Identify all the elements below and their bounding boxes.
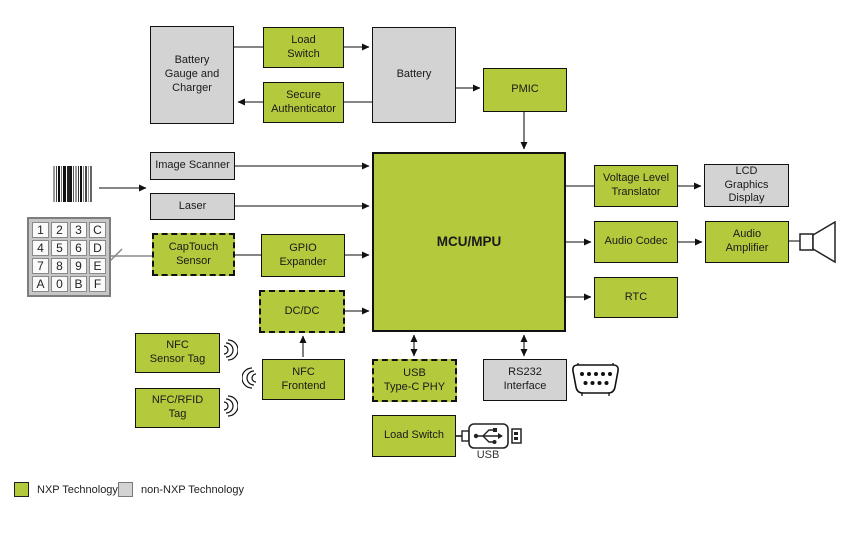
block-secure-authenticator: Secure Authenticator (263, 82, 344, 123)
block-load-switch-bottom: Load Switch (372, 415, 456, 457)
usb-port-label: USB (476, 449, 500, 461)
block-battery: Battery (372, 27, 456, 123)
keypad-key: 2 (51, 222, 68, 238)
block-nfc-rfid-tag: NFC/RFID Tag (135, 388, 220, 428)
keypad-key: 3 (70, 222, 87, 238)
block-usb-typec-phy: USB Type-C PHY (372, 359, 457, 402)
block-audio-amplifier: Audio Amplifier (705, 221, 789, 263)
keypad-key: 4 (32, 240, 49, 256)
keypad-key: 9 (70, 258, 87, 274)
block-mcu-mpu: MCU/MPU (372, 152, 566, 332)
usb-connector-icon (456, 423, 522, 449)
keypad-key: B (70, 276, 87, 292)
keypad-key: 1 (32, 222, 49, 238)
db9-connector-icon (572, 363, 619, 396)
keypad-key: 6 (70, 240, 87, 256)
wireless-waves-icon (223, 339, 238, 361)
block-gpio-expander: GPIO Expander (261, 234, 345, 277)
legend-nxp: NXP Technology (14, 482, 118, 497)
block-dcdc: DC/DC (259, 290, 345, 333)
barcode-icon (53, 166, 92, 202)
legend-swatch-nxp (14, 482, 29, 497)
block-rs232-interface: RS232 Interface (483, 359, 567, 401)
block-image-scanner: Image Scanner (150, 152, 235, 180)
keypad-key: F (89, 276, 106, 292)
block-pmic: PMIC (483, 68, 567, 112)
block-captouch-sensor: CapTouch Sensor (152, 233, 235, 276)
block-audio-codec: Audio Codec (594, 221, 678, 263)
block-nfc-sensor-tag: NFC Sensor Tag (135, 333, 220, 373)
wireless-waves-icon (242, 367, 257, 389)
keypad-key: E (89, 258, 106, 274)
legend-label-nxp: NXP Technology (37, 483, 118, 496)
keypad-key: D (89, 240, 106, 256)
block-battery-gauge-charger: Battery Gauge and Charger (150, 26, 234, 124)
keypad-key: A (32, 276, 49, 292)
block-voltage-level-translator: Voltage Level Translator (594, 165, 678, 207)
block-load-switch-top: Load Switch (263, 27, 344, 68)
keypad: 1 2 3 C 4 5 6 D 7 8 9 E A 0 B F (27, 217, 111, 297)
keypad-key: C (89, 222, 106, 238)
block-lcd-graphics-display: LCD Graphics Display (704, 164, 789, 207)
keypad-key: 8 (51, 258, 68, 274)
keypad-key: 7 (32, 258, 49, 274)
speaker-icon (799, 221, 836, 264)
wireless-waves-icon (223, 395, 238, 417)
legend-non-nxp: non-NXP Technology (118, 482, 244, 497)
block-nfc-frontend: NFC Frontend (262, 359, 345, 400)
legend-label-non-nxp: non-NXP Technology (141, 483, 244, 496)
keypad-key: 5 (51, 240, 68, 256)
block-laser: Laser (150, 193, 235, 220)
keypad-key: 0 (51, 276, 68, 292)
block-rtc: RTC (594, 277, 678, 318)
legend-swatch-non-nxp (118, 482, 133, 497)
